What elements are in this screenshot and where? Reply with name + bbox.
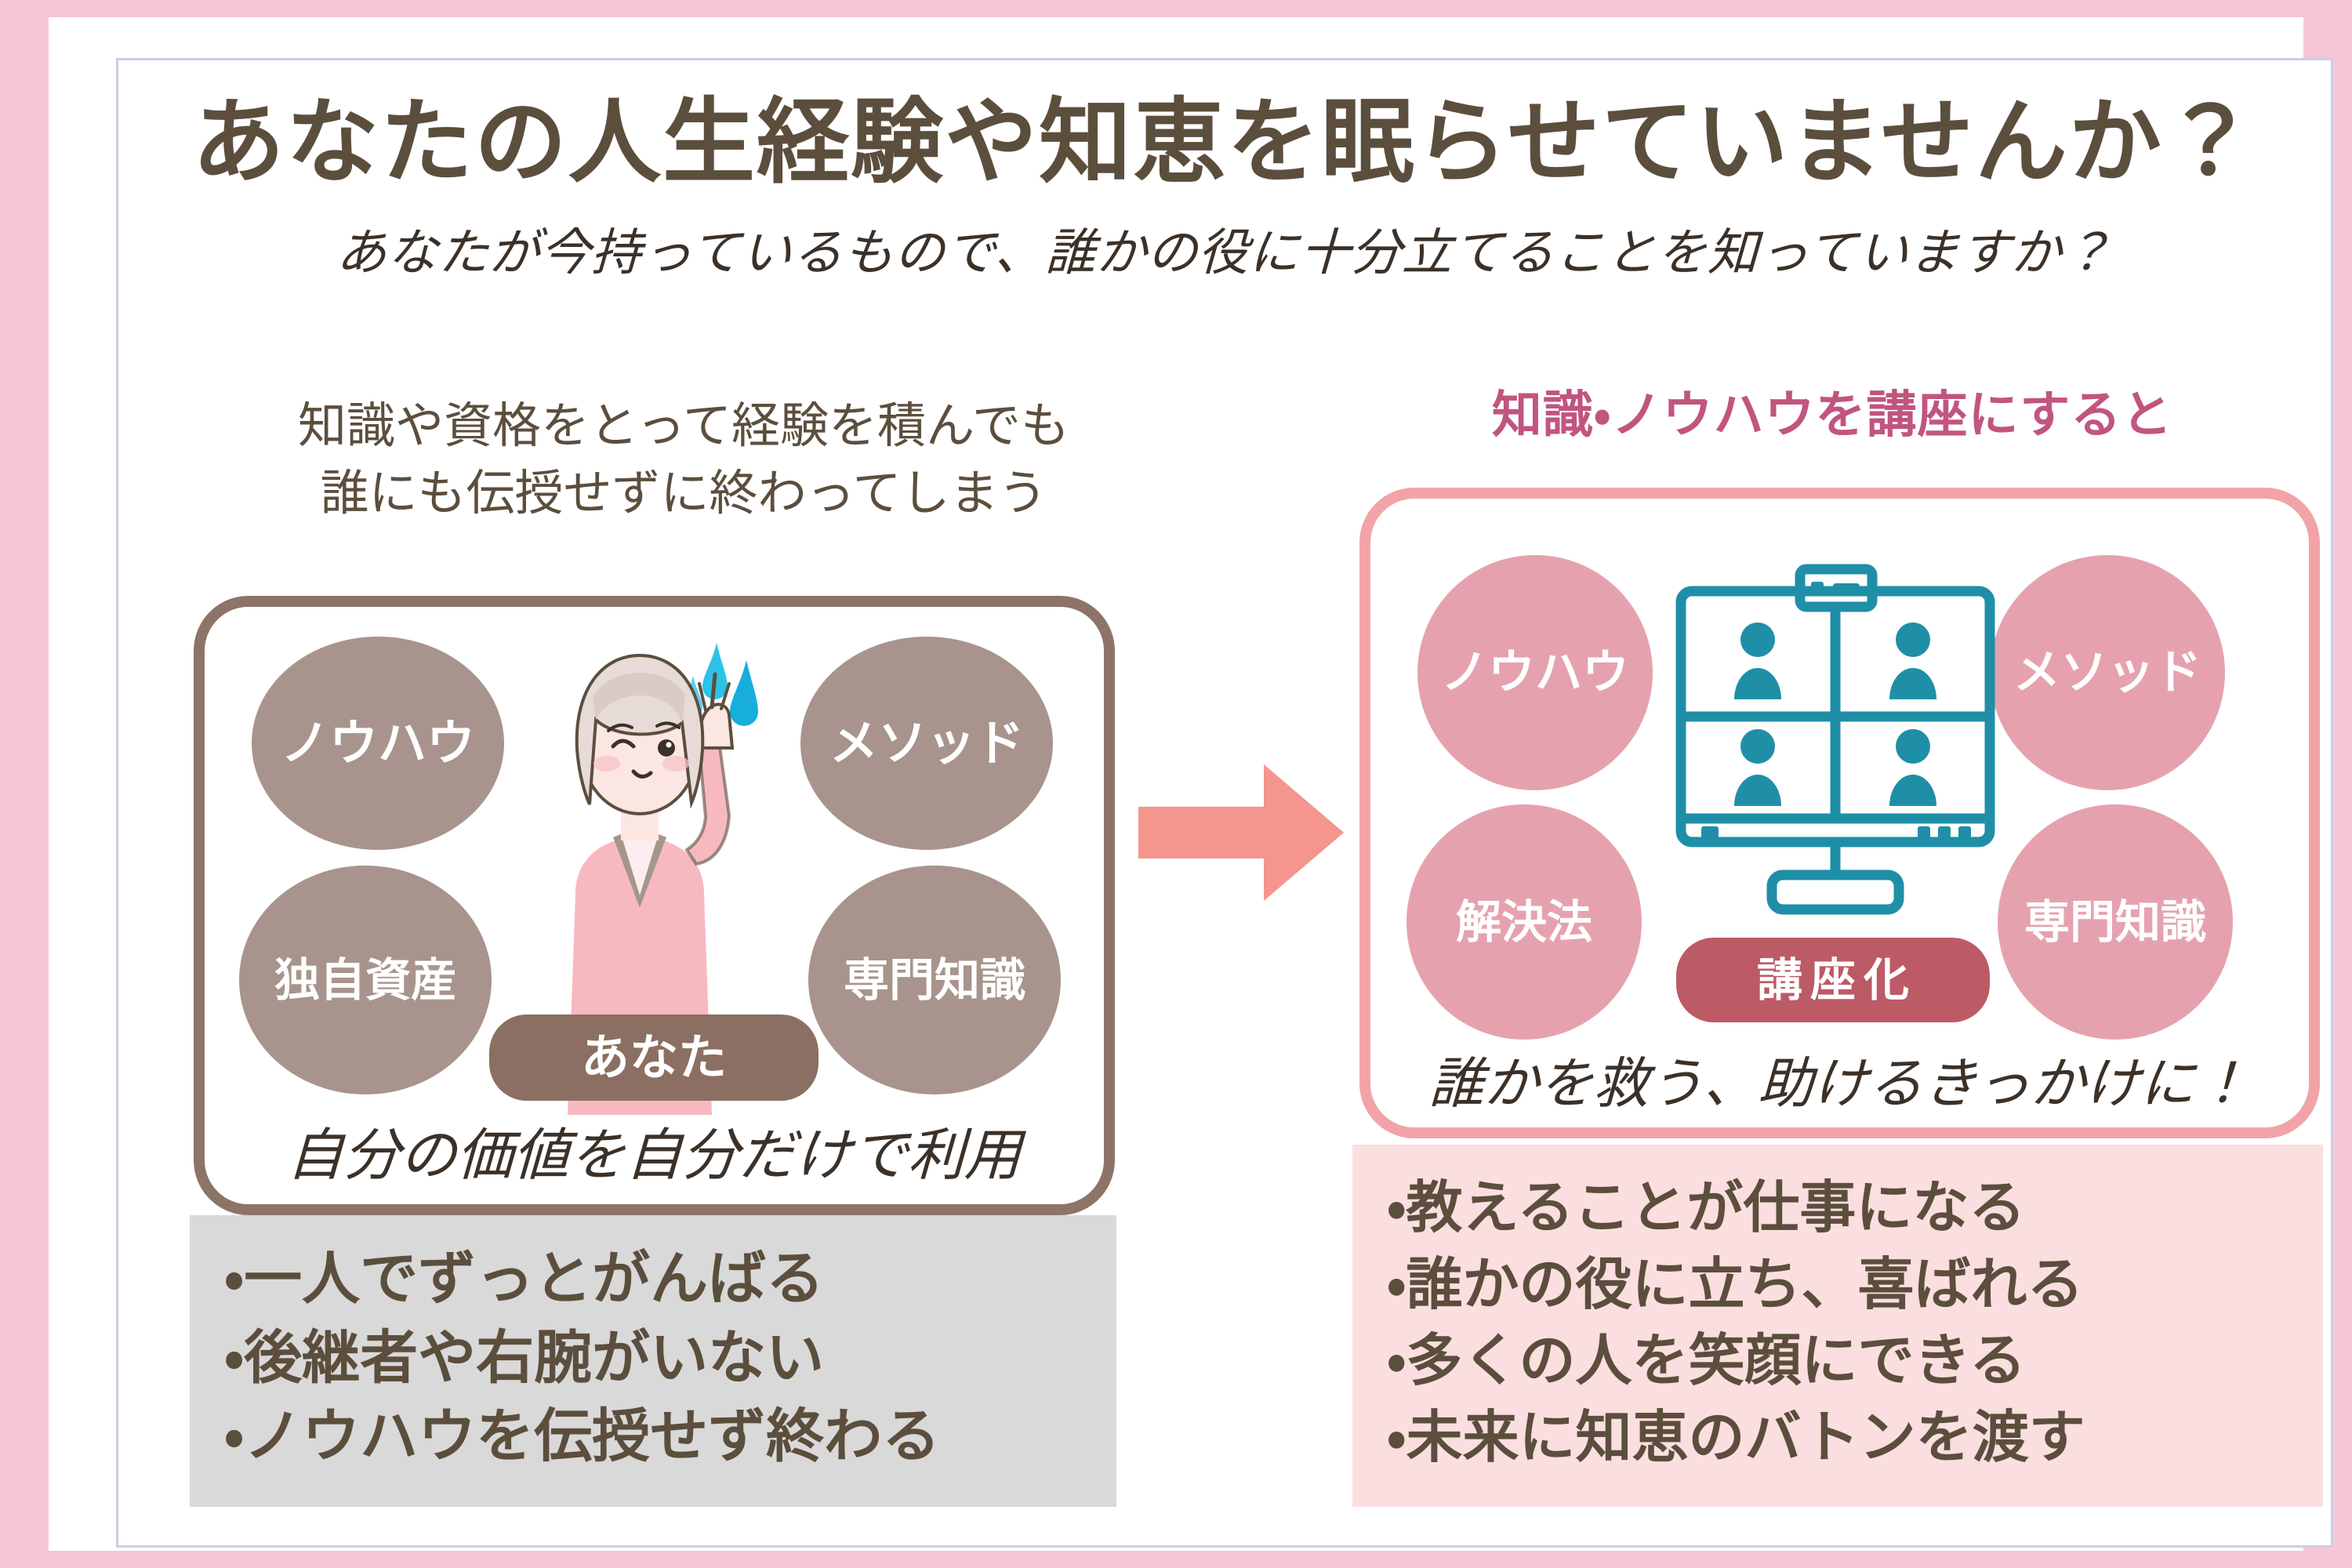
right-bullet-panel: ・教えることが仕事になる ・誰かの役に立ち、喜ばれる ・多くの人を笑顔にできる … (1352, 1145, 2323, 1507)
page-title: あなたの人生経験や知恵を眠らせていませんか？ (191, 88, 2258, 196)
right-bubble-expertise: 専門知識 (1998, 804, 2233, 1040)
right-bullet-2: ・誰かの役に立ち、喜ばれる (1387, 1250, 2084, 1317)
left-bubble-expertise: 専門知識 (808, 866, 1061, 1094)
left-bullet-2: ・後継者や右腕がいない (224, 1323, 825, 1392)
poster-paper: あなたの人生経験や知恵を眠らせていませんか？ あなたが今持っているもので、誰かの… (49, 17, 2333, 1551)
left-diagram-box: ノウハウ メソッド 独自資産 専門知識 (194, 596, 1115, 1215)
left-bullet-1: ・一人でずっとがんばる (224, 1245, 825, 1312)
left-bubble-know-how: ノウハウ (252, 637, 504, 850)
left-lead-text: 知識や資格をとって経験を積んでも 誰にも伝授せずに終わってしまう (166, 392, 1201, 526)
right-bullet-1: ・教えることが仕事になる (1387, 1174, 2026, 1240)
page-subtitle: あなたが今持っているもので、誰かの役に十分立てることを知っていますか？ (335, 224, 2114, 282)
left-lead-line1: 知識や資格をとって経験を積んでも (298, 397, 1069, 454)
left-caption: 自分の価値を自分だけで利用 (285, 1122, 1022, 1188)
right-bullet-3: ・多くの人を笑顔にできる (1387, 1327, 2027, 1394)
right-lead-text: 知識・ノウハウを講座にすると (1491, 387, 2173, 445)
right-arrow-icon (1138, 764, 1344, 901)
left-bubble-own-asset: 独自資産 (239, 866, 492, 1094)
right-bullet-4: ・未来に知恵のバトンを渡す (1387, 1403, 2085, 1470)
right-bubble-solution: 解決法 (1406, 804, 1642, 1040)
left-bullet-panel: ・一人でずっとがんばる ・後継者や右腕がいない ・ノウハウを伝授せず終わる (190, 1215, 1116, 1507)
right-bubble-know-how: ノウハウ (1417, 555, 1653, 790)
left-bullet-3: ・ノウハウを伝授せず終わる (224, 1403, 941, 1471)
right-pill-course: 講座化 (1676, 938, 1990, 1022)
right-diagram-box: ノウハウ メソッド 解決法 専門知識 (1359, 488, 2320, 1138)
right-caption: 誰かを救う、助けるきっかけに！ (1428, 1051, 2252, 1116)
left-bubble-method: メソッド (800, 637, 1053, 850)
online-class-monitor-icon (1675, 564, 1995, 915)
right-bubble-method: メソッド (1990, 555, 2225, 790)
left-lead-line2: 誰にも伝授せずに終わってしまう (320, 463, 1047, 521)
left-pill-you: あなた (489, 1014, 818, 1101)
